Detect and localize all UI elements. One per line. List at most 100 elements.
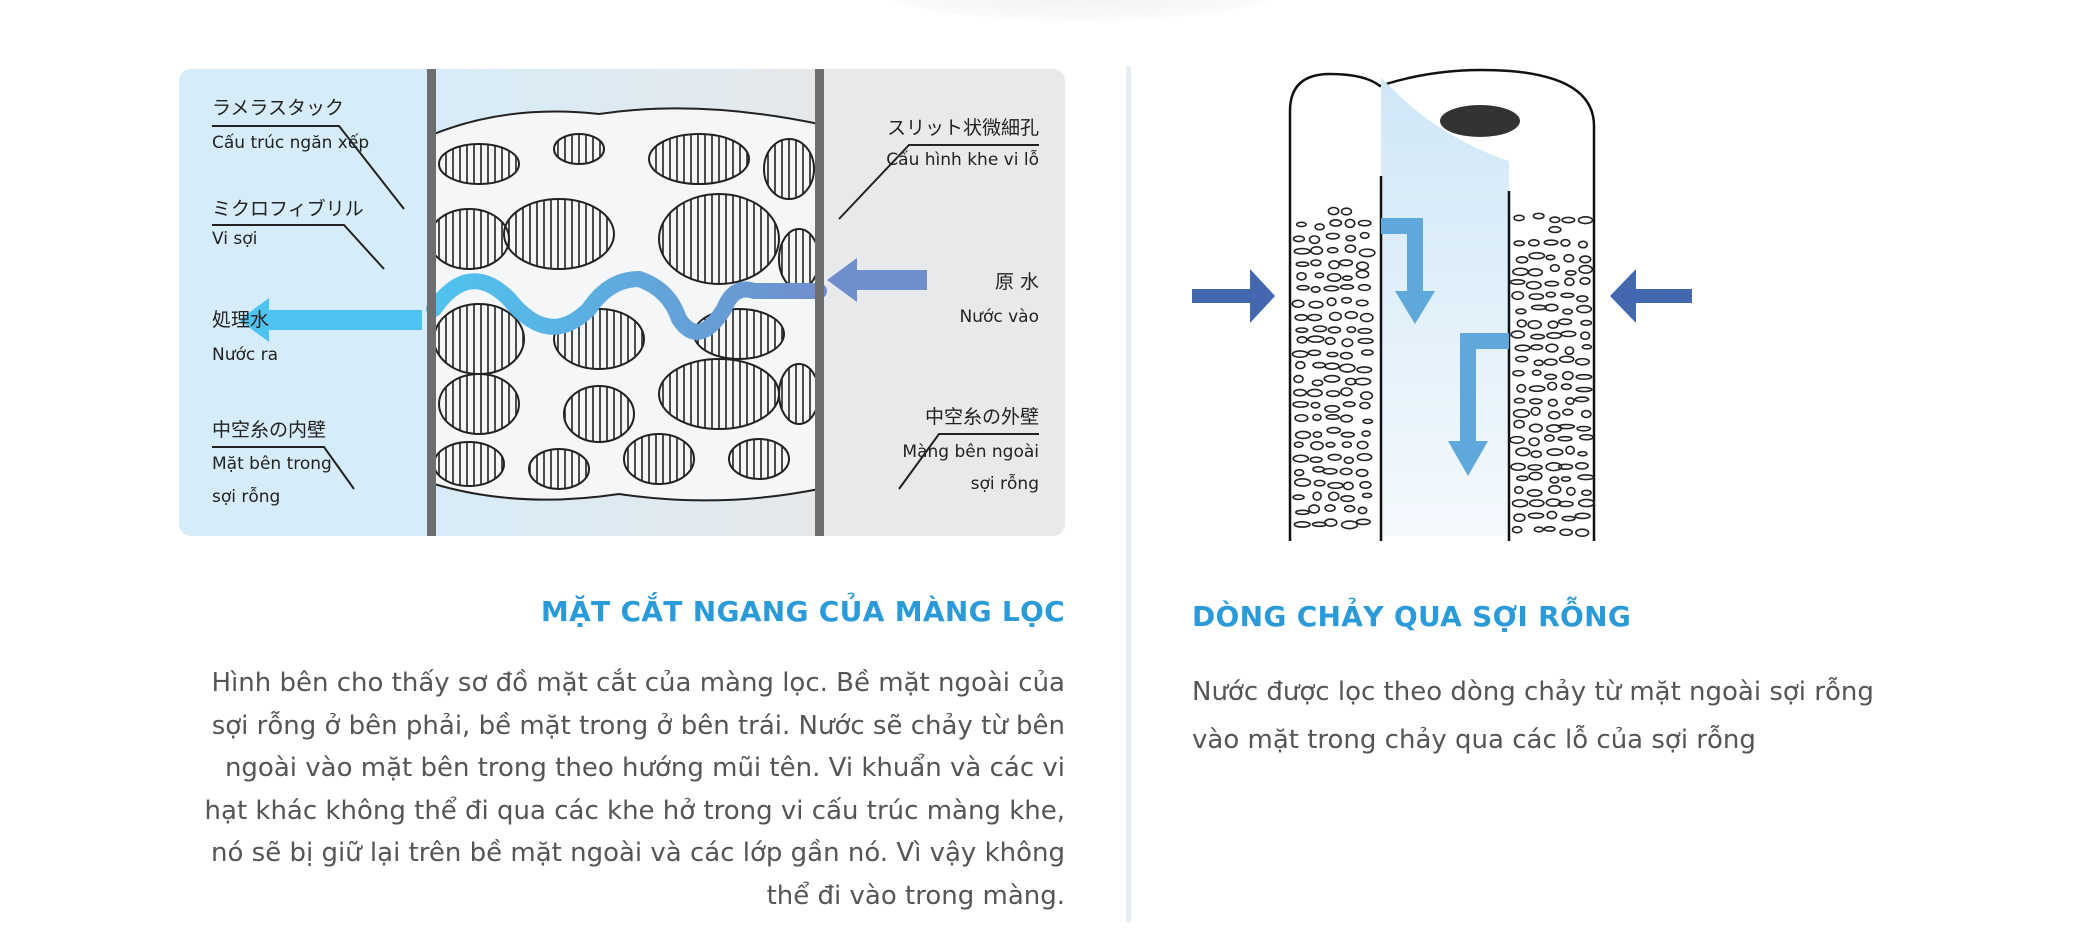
description-line: Hình bên cho thấy sơ đồ mặt cắt của màng… [211, 668, 1065, 698]
lamella-blob [433, 303, 525, 375]
pore [1340, 296, 1353, 304]
pore [1527, 319, 1543, 330]
label-slit-vi: Cấu hình khe vi lỗ [886, 150, 1039, 170]
pore [1528, 251, 1546, 260]
pore [1355, 299, 1369, 307]
inflow-arrow-left-icon [1192, 269, 1275, 323]
pore [1360, 349, 1374, 356]
pore [1513, 419, 1525, 429]
leader-lamella [212, 125, 405, 210]
pore [1296, 335, 1308, 344]
membrane-cross-section-diagram: ラメラスタック Cấu trúc ngăn xếp ミクロフィブリル Vi sợ… [179, 69, 1065, 536]
pore [1563, 253, 1575, 263]
pore [1543, 358, 1558, 366]
pore [1562, 408, 1574, 416]
pore [1339, 284, 1355, 290]
pore [1565, 445, 1576, 455]
pore [1528, 385, 1546, 393]
pore [1513, 485, 1524, 495]
flow-arrow-1 [1381, 218, 1423, 291]
pore [1359, 480, 1372, 490]
pore [1291, 350, 1309, 359]
hollow-fiber-flow-diagram [1180, 66, 1710, 546]
pore [1325, 441, 1336, 448]
pore [1308, 300, 1324, 309]
pore [1530, 304, 1547, 311]
pore [1325, 414, 1341, 421]
column-divider [1126, 66, 1131, 922]
outer-region [819, 69, 1065, 536]
pore [1577, 216, 1594, 225]
pore [1533, 359, 1544, 367]
pore [1314, 223, 1325, 231]
pore [1308, 504, 1321, 514]
pore [1307, 313, 1323, 322]
label-inner-wall-vi-2: sợi rỗng [212, 487, 281, 507]
pore [1574, 357, 1590, 366]
outflow-arrow-icon [239, 298, 422, 342]
top-shadow [880, 0, 1280, 20]
cross-section-heading: MẶT CẮT NGANG CỦA MÀNG LỌC [540, 595, 1065, 628]
pore [1543, 526, 1556, 532]
pore [1341, 275, 1353, 282]
pore [1307, 349, 1322, 357]
pore [1515, 447, 1531, 457]
pore [1359, 312, 1374, 323]
lamella-blob [438, 143, 520, 185]
description-line: sợi rỗng ở bên phải, bề mặt trong ở bên … [211, 710, 1065, 741]
pore [1359, 391, 1374, 401]
pore [1576, 304, 1593, 314]
pore [1579, 255, 1592, 264]
pore [1545, 343, 1559, 353]
pore [1340, 520, 1359, 530]
description-line: Nước được lọc theo dòng chảy từ mặt ngoà… [1192, 677, 1874, 707]
pore [1354, 377, 1372, 386]
pore [1516, 383, 1527, 393]
pore [1577, 240, 1589, 249]
pore [1295, 509, 1310, 516]
inner-channel [1381, 78, 1509, 536]
pore [1513, 214, 1525, 222]
pore [1560, 292, 1575, 299]
pore [1544, 303, 1559, 312]
pore [1561, 515, 1576, 522]
pore [1549, 263, 1561, 273]
pore [1558, 318, 1573, 326]
label-raw-vi: Nước vào [959, 307, 1039, 327]
leader-slit [838, 144, 1039, 220]
pore [1324, 362, 1340, 370]
lamella-blob [528, 448, 590, 490]
pore [1295, 261, 1310, 268]
pore [1544, 373, 1558, 380]
description-line: vào mặt trong chảy qua các lỗ của sợi rỗ… [1192, 725, 1756, 755]
pore [1509, 278, 1526, 286]
pore [1294, 430, 1312, 440]
pore [1516, 475, 1529, 482]
pore [1574, 396, 1590, 403]
label-outer-wall-vi-1: Màng bên ngoài [902, 442, 1039, 462]
label-outer-wall-vi-2: sợi rỗng [970, 474, 1039, 494]
label-treated-jp: 処理水 [212, 309, 270, 331]
cross-section-description: Hình bên cho thấy sơ đồ mặt cắt của màng… [20, 662, 1065, 917]
description-line: hạt khác không thể đi qua các khe hở tro… [204, 795, 1065, 826]
lamella-blob [763, 138, 815, 200]
label-lamella-vi: Cấu trúc ngăn xếp [212, 133, 370, 153]
pore [1548, 225, 1562, 234]
cross-section-figure [179, 69, 1065, 536]
pore [1292, 454, 1310, 463]
label-lamella-jp: ラメラスタック [212, 97, 345, 119]
pore [1561, 370, 1574, 381]
pore [1340, 495, 1355, 503]
pore [1340, 387, 1353, 397]
pore [1329, 219, 1343, 227]
pore [1310, 259, 1322, 267]
pore [1546, 448, 1564, 457]
pore [1309, 456, 1323, 464]
pore [1530, 450, 1543, 459]
pore [1576, 425, 1592, 432]
pore [1296, 284, 1310, 291]
pore [1291, 299, 1305, 309]
pore [1511, 499, 1529, 508]
pore [1293, 374, 1304, 384]
lamella-blob [623, 433, 695, 485]
